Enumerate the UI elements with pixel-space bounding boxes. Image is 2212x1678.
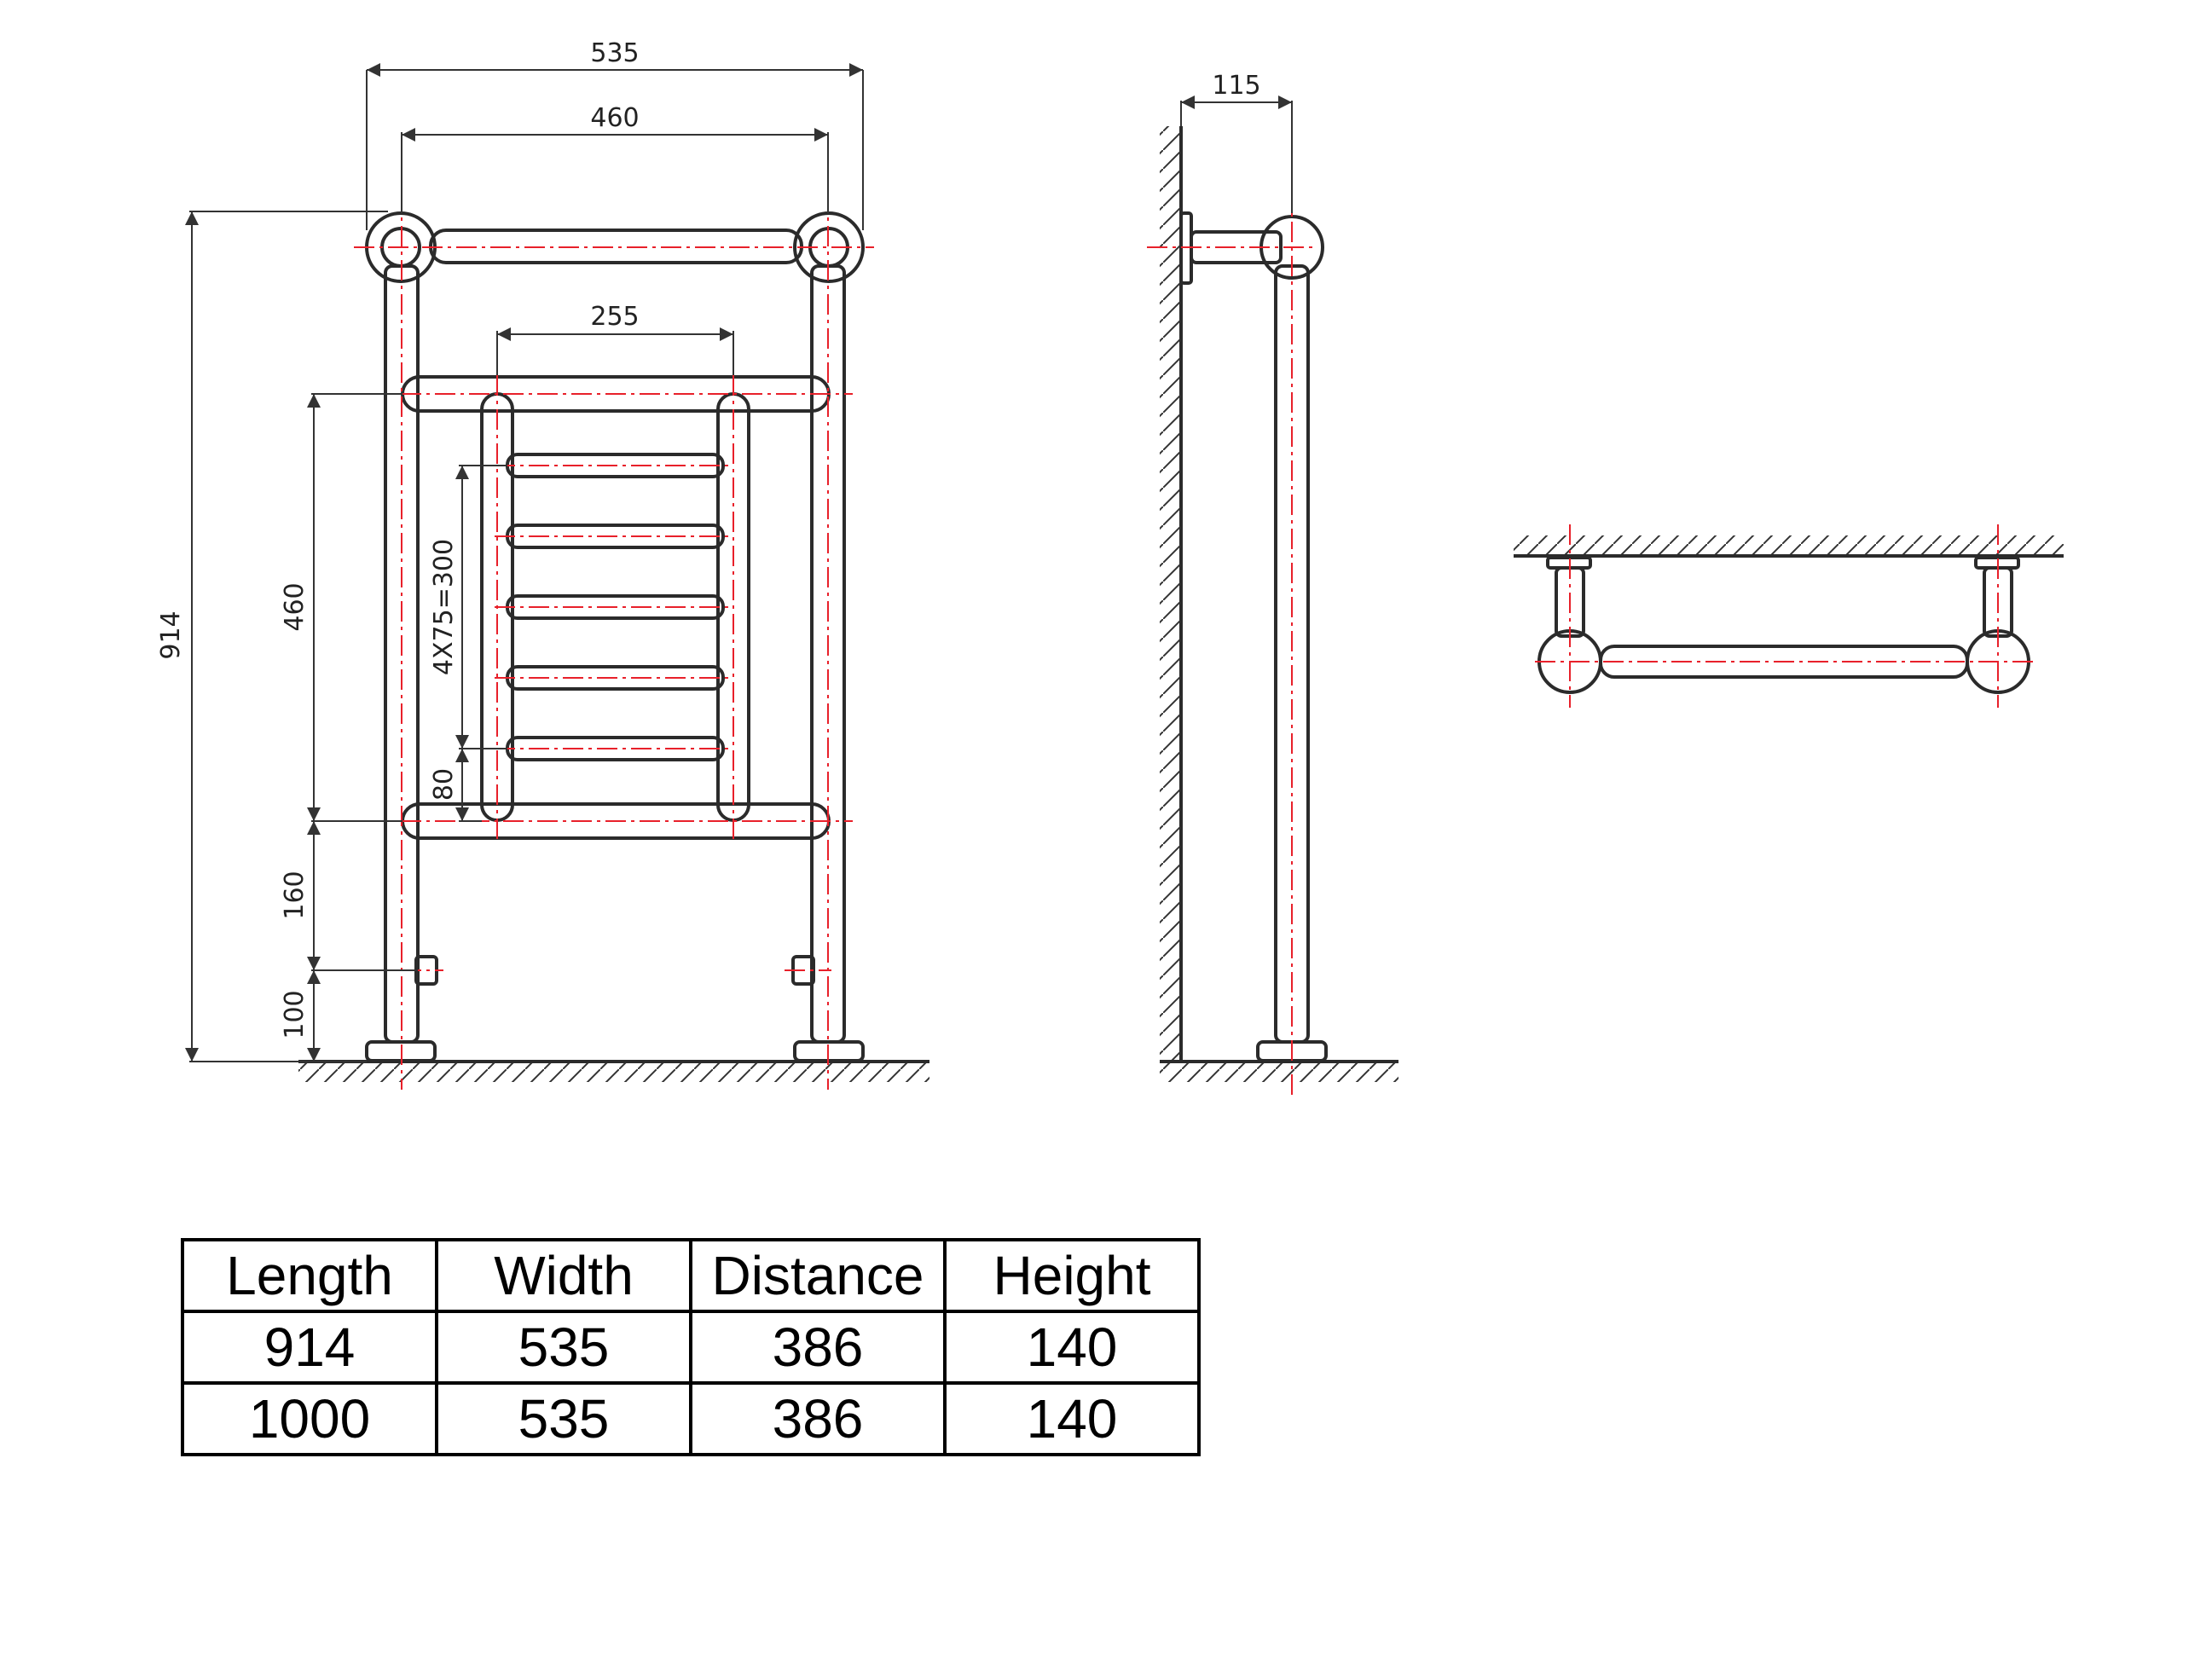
dim-ladder-height: 460 [280, 582, 310, 631]
dim-bottom-rail-offset: 80 [429, 768, 459, 801]
front-floor-hatch [298, 1063, 929, 1082]
table-cell: 1000 [181, 1381, 438, 1456]
header-height: Height [943, 1238, 1201, 1313]
table-cell: 535 [435, 1310, 692, 1385]
dim-wall-projection: 115 [1212, 71, 1260, 101]
side-floor-hatch [1160, 1063, 1398, 1082]
dim-inner-ladder-width: 255 [590, 302, 639, 332]
table-row: 914 535 386 140 [181, 1310, 1201, 1385]
side-dimensions [1180, 95, 1293, 213]
table-cell: 386 [689, 1310, 947, 1385]
header-width: Width [435, 1238, 692, 1313]
top-wall-hatch [1514, 535, 2064, 554]
table-cell: 535 [435, 1381, 692, 1456]
table-header-row: Length Width Distance Height [181, 1238, 1201, 1313]
table-cell: 140 [943, 1381, 1201, 1456]
front-dimensions [185, 63, 864, 1062]
side-view [1160, 126, 1398, 1082]
dim-valve-height: 100 [280, 990, 310, 1039]
top-centerlines [1535, 524, 2034, 708]
dim-overall-width: 535 [590, 38, 639, 68]
side-vertical-pipe [1274, 264, 1310, 1044]
dim-rail-pitch: 4X75=300 [429, 539, 459, 675]
table-cell: 140 [943, 1310, 1201, 1385]
side-wall-hatch [1160, 126, 1180, 1062]
specs-table: Length Width Distance Height 914 535 386… [181, 1238, 1201, 1456]
header-length: Length [181, 1238, 438, 1313]
table-cell: 914 [181, 1310, 438, 1385]
front-view [298, 211, 929, 1082]
top-view-rail [1599, 645, 1969, 679]
table-cell: 386 [689, 1381, 947, 1456]
dim-pipe-centres: 460 [590, 103, 639, 133]
dim-overall-height: 914 [156, 610, 186, 659]
table-row: 1000 535 386 140 [181, 1381, 1201, 1456]
dim-valve-to-rail: 160 [280, 871, 310, 919]
top-view [1514, 535, 2064, 694]
header-distance: Distance [689, 1238, 947, 1313]
side-centerlines [1147, 188, 1317, 1096]
